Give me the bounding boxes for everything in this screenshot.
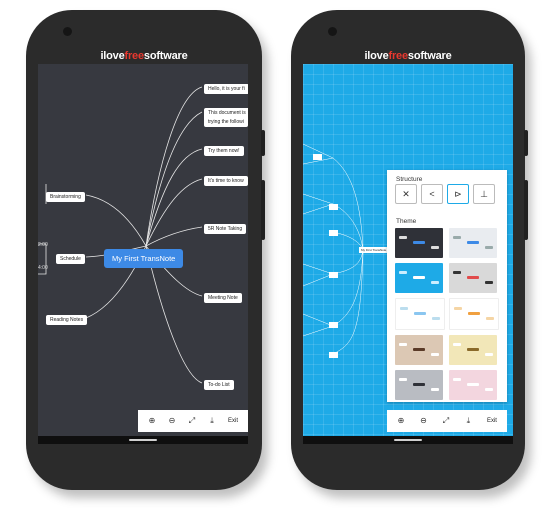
power-button — [524, 130, 528, 156]
theme-cream[interactable] — [449, 335, 497, 365]
android-nav-bar — [38, 436, 248, 444]
structure-right-icon[interactable]: ⊳ — [447, 184, 469, 204]
theme-beige[interactable] — [395, 335, 443, 365]
home-indicator[interactable] — [129, 439, 157, 441]
theme-pink[interactable] — [449, 370, 497, 400]
theme-grid — [395, 228, 499, 400]
node-5r-note[interactable]: 5R Note Taking — [204, 224, 247, 234]
theme-blue[interactable] — [395, 263, 443, 293]
zoom-in-icon[interactable]: ⊕ — [148, 416, 156, 425]
node-meeting-note[interactable]: Meeting Note — [204, 293, 242, 303]
node-trying[interactable]: trying the followi — [204, 117, 248, 127]
mini-node — [329, 272, 339, 278]
exit-button[interactable]: Exit — [486, 418, 497, 424]
power-button — [261, 130, 265, 156]
brand-logo: ilovefreesoftware — [100, 50, 188, 62]
volume-button — [261, 180, 265, 240]
node-brainstorming[interactable]: Brainstorming — [46, 192, 85, 202]
structure-org-icon[interactable]: ⊥ — [473, 184, 495, 204]
node-schedule[interactable]: Schedule — [56, 254, 85, 264]
structure-title: Structure — [396, 176, 423, 183]
node-todo-list[interactable]: To-do List — [204, 380, 234, 390]
theme-gray[interactable] — [395, 370, 443, 400]
mini-node — [329, 352, 339, 358]
mindmap-canvas-left[interactable]: Hello, it is your fi This document is tr… — [38, 64, 248, 436]
fit-screen-icon[interactable]: ⤢ — [188, 416, 196, 425]
mindmap-canvas-right[interactable]: My First TransNote Structure ✕ < ⊳ ⊥ The… — [303, 64, 513, 436]
download-icon[interactable]: ⤓ — [466, 416, 471, 425]
front-camera — [328, 27, 337, 36]
zoom-in-icon[interactable]: ⊕ — [397, 416, 405, 425]
central-topic-mini[interactable]: My First TransNote — [359, 247, 389, 253]
front-camera — [63, 27, 72, 36]
structure-left-icon[interactable]: < — [421, 184, 443, 204]
theme-white-blue[interactable] — [395, 298, 445, 330]
theme-white-orange[interactable] — [449, 298, 499, 330]
node-try-them[interactable]: Try them now! — [204, 146, 244, 156]
brand-logo: ilovefreesoftware — [364, 50, 452, 62]
exit-button[interactable]: Exit — [227, 418, 238, 424]
mini-node — [329, 322, 339, 328]
structure-options: ✕ < ⊳ ⊥ — [395, 184, 495, 204]
theme-light-gray[interactable] — [449, 228, 497, 258]
bottom-toolbar: ⊕ ⊖ ⤢ ⤓ Exit — [387, 410, 507, 432]
fit-screen-icon[interactable]: ⤢ — [442, 416, 450, 425]
schedule-time-1: 2:00 — [38, 242, 48, 248]
volume-button — [524, 180, 528, 240]
node-this-document[interactable]: This document is — [204, 108, 248, 118]
central-topic[interactable]: My First TransNote — [104, 249, 184, 268]
node-reading-notes[interactable]: Reading Notes — [46, 315, 88, 325]
zoom-out-icon[interactable]: ⊖ — [420, 416, 427, 425]
schedule-time-2: 4:00 — [38, 265, 48, 271]
structure-balanced-icon[interactable]: ✕ — [395, 184, 417, 204]
theme-dark[interactable] — [395, 228, 443, 258]
node-time-to-know[interactable]: It's time to know — [204, 176, 248, 186]
download-icon[interactable]: ⤓ — [210, 416, 214, 425]
mini-node — [313, 154, 323, 160]
zoom-out-icon[interactable]: ⊖ — [168, 416, 176, 425]
phone-right: ilovefreesoftware — [291, 10, 528, 490]
bottom-toolbar: ⊕ ⊖ ⤢ ⤓ Exit — [137, 410, 248, 432]
node-hello[interactable]: Hello, it is your fi — [204, 84, 248, 94]
style-panel: Structure ✕ < ⊳ ⊥ Theme — [387, 170, 507, 402]
android-nav-bar — [303, 436, 513, 444]
theme-title: Theme — [396, 218, 417, 225]
mini-node — [329, 230, 339, 236]
mini-node — [329, 204, 339, 210]
home-indicator[interactable] — [394, 439, 422, 441]
phone-left: ilovefreesoftware Hello, it is your fi T… — [26, 10, 265, 490]
theme-red[interactable] — [449, 263, 497, 293]
